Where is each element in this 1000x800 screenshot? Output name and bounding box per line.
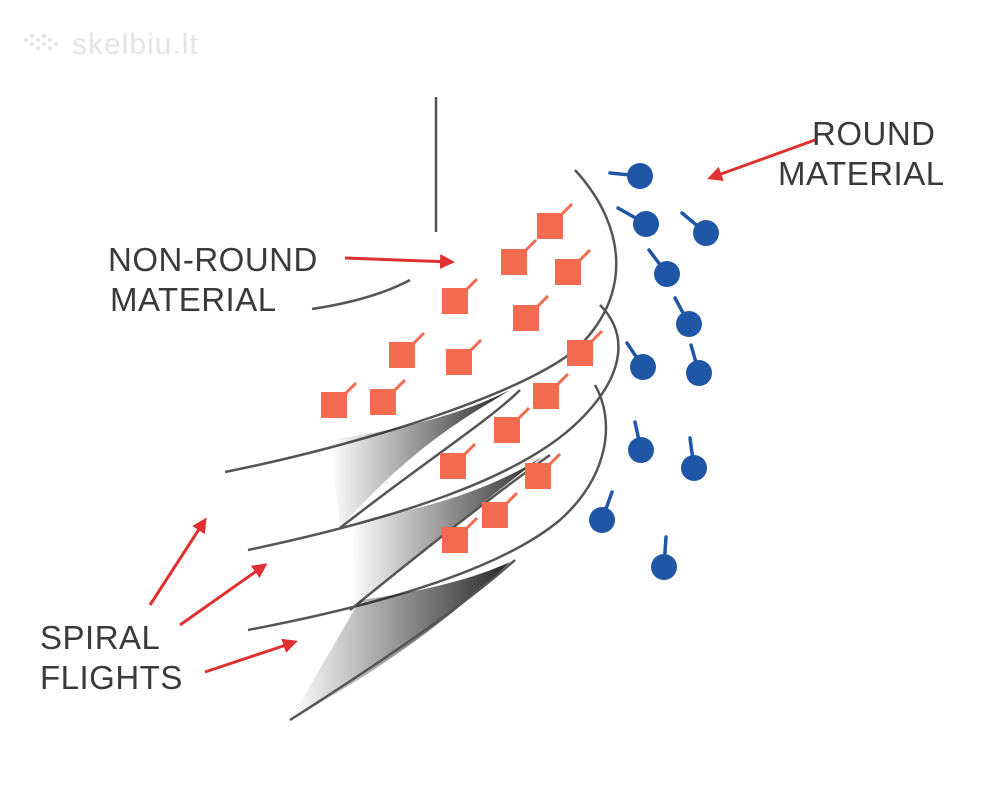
non-round-particle	[446, 338, 483, 375]
round-particle	[616, 206, 659, 237]
round-particle	[686, 343, 712, 386]
round-material-group	[589, 163, 719, 580]
arrow-spiral-3	[204, 638, 298, 674]
round-particle	[673, 296, 702, 337]
red-arrows	[148, 138, 816, 674]
round-particle	[651, 535, 677, 580]
non-round-particle	[442, 277, 479, 314]
non-round-material-label: NON-ROUND MATERIAL	[108, 240, 318, 320]
watermark: skelbiu.lt	[20, 28, 199, 62]
round-particle	[680, 211, 719, 246]
non-round-particle	[321, 381, 358, 418]
round-material-label-line1: ROUND	[812, 115, 936, 152]
round-particle	[608, 163, 653, 189]
round-particle	[628, 420, 654, 463]
non-round-particle	[555, 248, 592, 285]
non-round-particle	[370, 378, 407, 415]
non-round-particle	[494, 406, 531, 443]
non-round-particle	[533, 372, 570, 409]
arrow-spiral-1	[148, 517, 207, 606]
non-round-particle	[537, 202, 574, 239]
spiral-flights-label: SPIRAL FLIGHTS	[40, 618, 183, 698]
non-round-particle	[525, 452, 562, 489]
arrow-non-round-material	[344, 254, 455, 270]
spiral-flights-label-line2: FLIGHTS	[40, 659, 183, 696]
spiral-flight-3	[247, 384, 608, 722]
round-particle	[681, 436, 707, 481]
non-round-particle	[567, 329, 604, 366]
watermark-text: skelbiu.lt	[72, 28, 199, 61]
non-round-material-group	[321, 202, 604, 553]
non-round-particle	[442, 516, 479, 553]
spiral-flights-label-line1: SPIRAL	[40, 619, 161, 656]
round-particle	[647, 248, 680, 287]
non-round-particle	[440, 442, 477, 479]
non-round-particle	[513, 294, 550, 331]
non-round-particle	[501, 238, 538, 275]
round-particle	[625, 341, 656, 380]
spiral-flight-1	[224, 169, 618, 529]
dotted-logo-icon	[23, 33, 59, 51]
round-particle	[589, 490, 615, 533]
non-round-particle	[389, 331, 426, 368]
arrow-spiral-2	[179, 563, 268, 627]
non-round-label-curve	[311, 278, 411, 311]
non-round-material-label-line2: MATERIAL	[110, 281, 277, 318]
arrow-round-material	[707, 138, 816, 181]
round-material-label: ROUND MATERIAL	[778, 114, 945, 194]
non-round-material-label-line1: NON-ROUND	[108, 241, 318, 278]
non-round-particle	[482, 491, 519, 528]
round-material-label-line2: MATERIAL	[778, 155, 945, 192]
